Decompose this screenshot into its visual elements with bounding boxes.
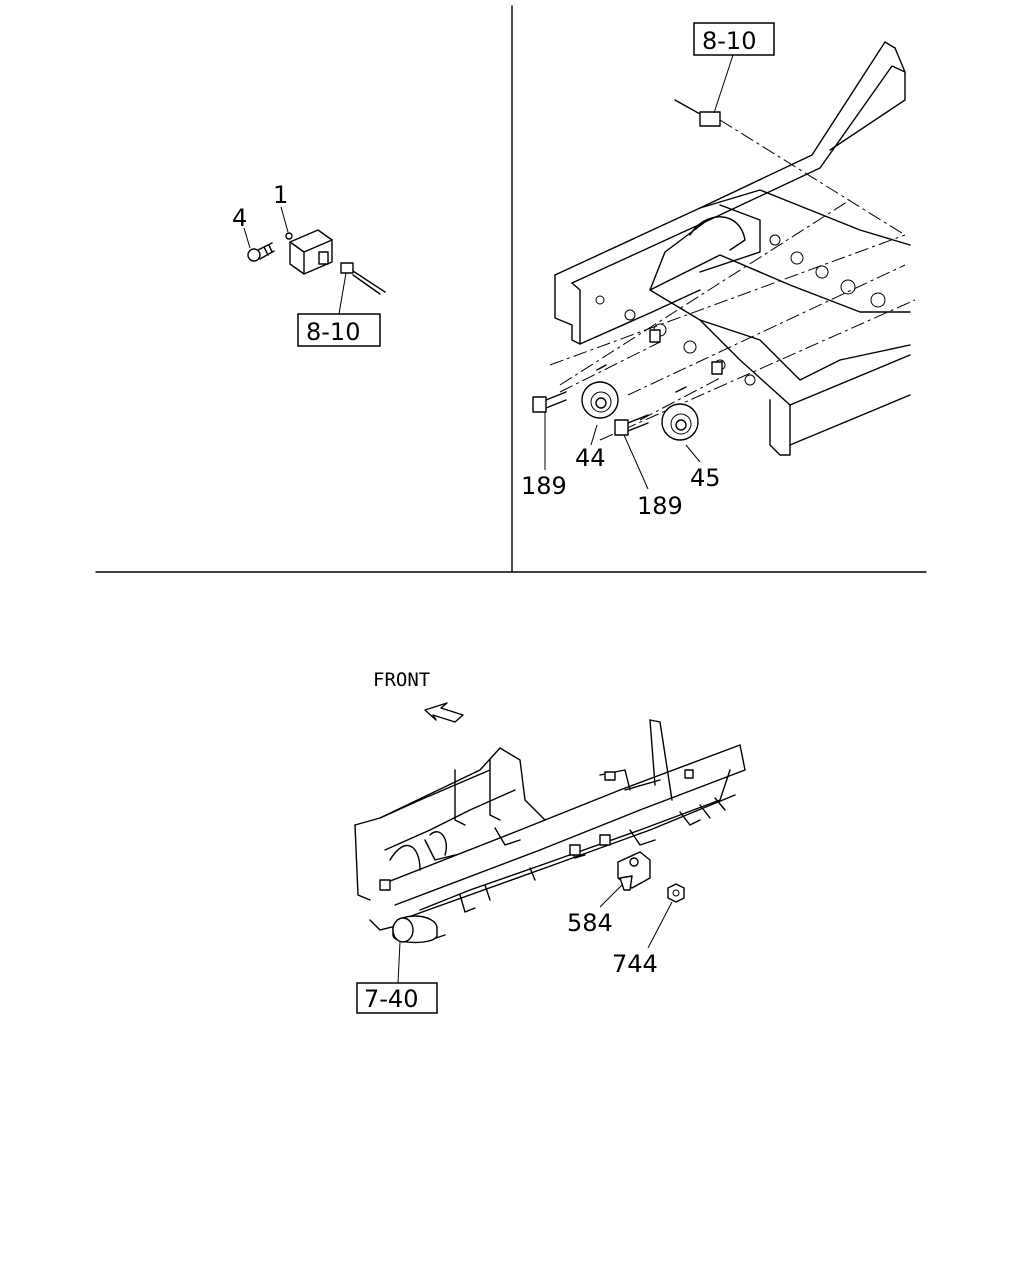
connector-8-10 [340, 262, 386, 295]
callout-744: 744 [612, 950, 658, 978]
front-label: FRONT [373, 669, 430, 691]
front-arrow-icon [424, 702, 464, 723]
bolt-189-b [614, 414, 649, 436]
callout-584: 584 [567, 909, 613, 937]
bolt-4 [247, 242, 275, 262]
callout-44: 44 [575, 444, 606, 472]
chassis-frame [554, 41, 911, 456]
callout-45: 45 [690, 464, 721, 492]
ref-box-bottom [356, 982, 438, 1014]
callout-189-a: 189 [521, 472, 567, 500]
connector-top-right [699, 111, 721, 127]
bottom-panel: FRONT [354, 669, 746, 1014]
relay-module [285, 229, 333, 275]
ref-box-top-left [297, 313, 381, 347]
ref-box-top-right [693, 22, 775, 56]
canister-7-40 [392, 915, 438, 944]
bolt-189-a [532, 391, 567, 413]
callout-189-b: 189 [637, 492, 683, 520]
sensor-584 [617, 851, 651, 891]
callout-4: 4 [232, 204, 247, 232]
callout-1: 1 [273, 181, 288, 209]
top-left-panel: 1 4 8-10 [232, 181, 386, 347]
top-right-panel: 8-10 44 45 189 189 [521, 22, 916, 520]
horn-44 [581, 364, 619, 419]
ref-top-right: 8-10 [702, 27, 756, 55]
ref-bottom: 7-40 [364, 985, 418, 1013]
horn-45 [661, 386, 699, 441]
nut-744 [667, 883, 685, 903]
ref-top-left: 8-10 [306, 318, 360, 346]
chassis-underside [354, 719, 746, 941]
